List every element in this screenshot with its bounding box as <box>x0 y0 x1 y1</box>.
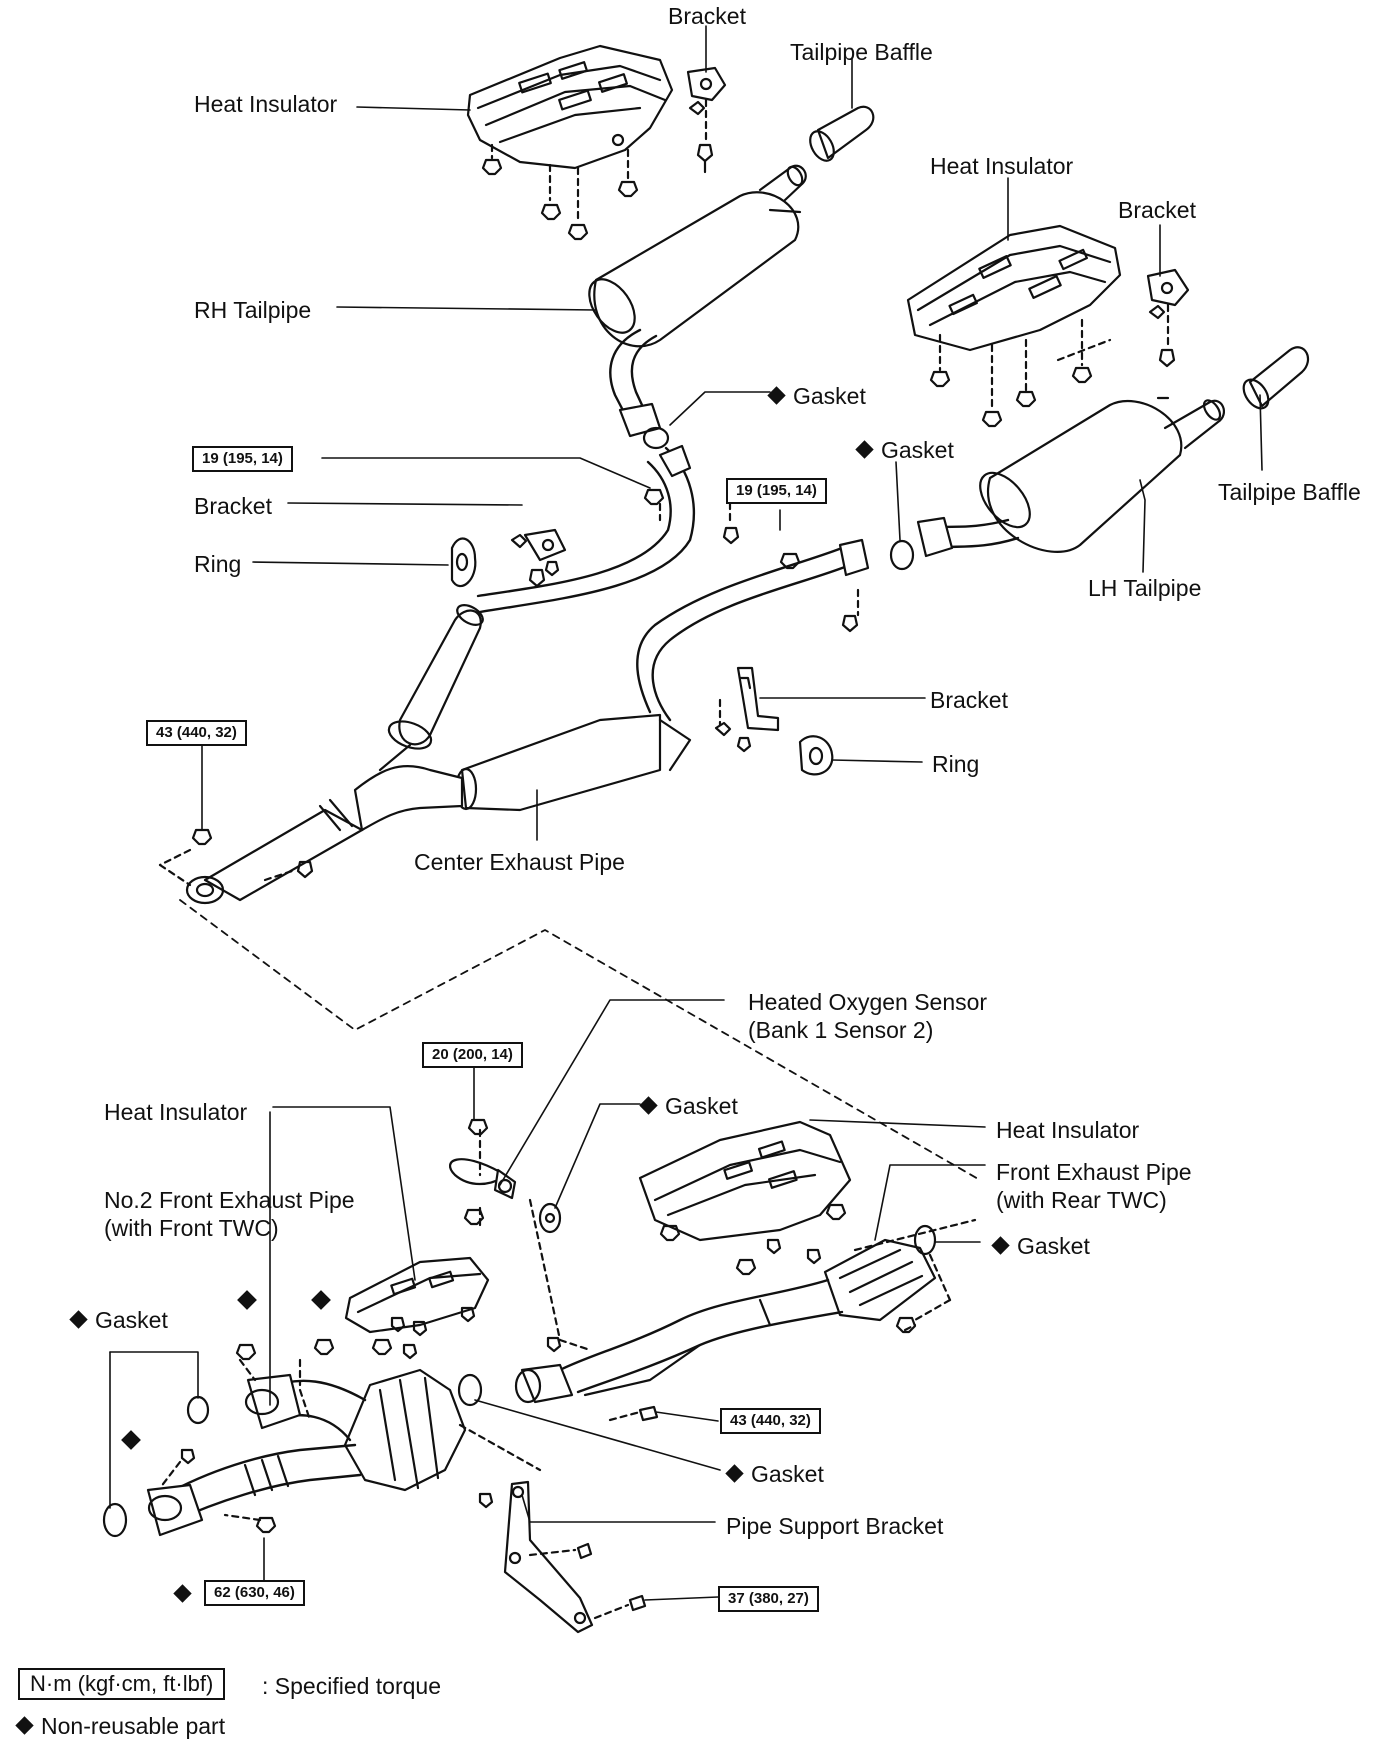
label-heat-insulator-2: Heat Insulator <box>930 153 1074 179</box>
heated-oxygen-sensor-part <box>448 1158 517 1200</box>
nonreusable-diamond-icon <box>173 1584 192 1603</box>
label-gasket-2: Gasket <box>855 436 954 464</box>
legend-torque-text: : Specified torque <box>262 1673 442 1699</box>
nonreusable-diamond-icon <box>767 386 786 405</box>
lh-tailpipe-muffler-part <box>916 396 1226 558</box>
torque-box-1: 19 (195, 14) <box>192 446 293 472</box>
nonreusable-diamond-icon <box>855 440 874 459</box>
heat-insulator-lower-right-part <box>638 1120 852 1242</box>
torque-box-2: 19 (195, 14) <box>726 478 827 504</box>
ring-left-part <box>450 537 477 588</box>
nonreusable-diamond-icon <box>639 1096 658 1115</box>
heat-insulator-lower-left-part <box>344 1256 490 1334</box>
nonreusable-diamond-icon <box>69 1310 88 1329</box>
label-heated-oxygen-sensor: Heated Oxygen Sensor (Bank 1 Sensor 2) <box>748 989 988 1043</box>
gasket-4-part <box>913 1224 937 1256</box>
gasket-5-part <box>186 1395 210 1425</box>
legend-nonreusable: Non-reusable part <box>15 1712 225 1740</box>
label-tailpipe-baffle-right: Tailpipe Baffle <box>1218 479 1361 505</box>
bracket-center-part <box>714 666 780 753</box>
label-rh-tailpipe: RH Tailpipe <box>194 297 312 323</box>
label-lh-tailpipe: LH Tailpipe <box>1088 575 1202 601</box>
label-gasket-5: Gasket <box>69 1306 168 1334</box>
insulator-bolts-top-left <box>490 143 630 224</box>
no2-front-exhaust-pipe-part <box>146 1368 467 1537</box>
torque-box-5: 43 (440, 32) <box>720 1408 821 1434</box>
label-gasket-4: Gasket <box>991 1232 1090 1260</box>
label-heat-insulator-4: Heat Insulator <box>996 1117 1140 1143</box>
front-exhaust-pipe-rear-twc-part <box>514 1238 937 1404</box>
nonreusable-diamond-icon <box>991 1236 1010 1255</box>
legend-torque-unit-box: N·m (kgf·cm, ft·lbf) <box>18 1668 226 1700</box>
label-ring-left: Ring <box>194 551 242 577</box>
torque-box-6: 62 (630, 46) <box>204 1580 305 1606</box>
gasket-6-part <box>102 1502 128 1538</box>
torque-box-3: 43 (440, 32) <box>146 720 247 746</box>
bracket-right-part <box>1146 268 1190 368</box>
bracket-top-part <box>686 66 727 174</box>
torque-box-4: 20 (200, 14) <box>422 1042 523 1068</box>
label-heat-insulator-3: Heat Insulator <box>104 1099 248 1125</box>
label-bracket-left: Bracket <box>194 493 272 519</box>
gasket-1-part <box>642 426 670 450</box>
tailpipe-baffle-top-part <box>809 105 875 162</box>
pipe-support-bracket-part <box>503 1480 647 1634</box>
connector-dashed-line <box>179 899 981 1181</box>
label-gasket-1: Gasket <box>767 382 866 410</box>
label-bracket-center: Bracket <box>930 687 1008 713</box>
heat-insulator-top-left-part <box>466 44 674 170</box>
label-front-exhaust-pipe: Front Exhaust Pipe (with Rear TWC) <box>996 1159 1192 1213</box>
nonreusable-diamond-icon <box>15 1716 34 1735</box>
heat-insulator-right-part <box>906 224 1122 352</box>
gasket-2-part <box>889 539 915 571</box>
label-bracket-top: Bracket <box>668 3 746 29</box>
label-no2-front-exhaust-pipe: No.2 Front Exhaust Pipe (with Front TWC) <box>104 1187 355 1241</box>
label-bracket-right: Bracket <box>1118 197 1196 223</box>
label-tailpipe-baffle-top: Tailpipe Baffle <box>790 39 933 65</box>
label-heat-insulator-1: Heat Insulator <box>194 91 338 117</box>
torque-box-7: 37 (380, 27) <box>718 1586 819 1612</box>
nonreusable-diamond-icon <box>725 1464 744 1483</box>
torque-6-group <box>173 1580 199 1608</box>
label-center-exhaust-pipe: Center Exhaust Pipe <box>414 849 625 875</box>
tailpipe-baffle-right-part <box>1242 346 1309 410</box>
label-ring-center: Ring <box>932 751 980 777</box>
bracket-left-part <box>510 528 567 588</box>
gasket-3-part <box>538 1202 562 1234</box>
gasket-center-part <box>457 1373 483 1407</box>
leader-lines <box>109 25 1263 1523</box>
rh-tailpipe-muffler-part <box>588 164 807 438</box>
ring-center-part <box>798 735 834 776</box>
center-exhaust-pipe-part <box>185 444 870 905</box>
label-gasket-6: Gasket <box>725 1460 824 1488</box>
label-gasket-3: Gasket <box>639 1092 738 1120</box>
label-pipe-support-bracket: Pipe Support Bracket <box>726 1513 944 1539</box>
